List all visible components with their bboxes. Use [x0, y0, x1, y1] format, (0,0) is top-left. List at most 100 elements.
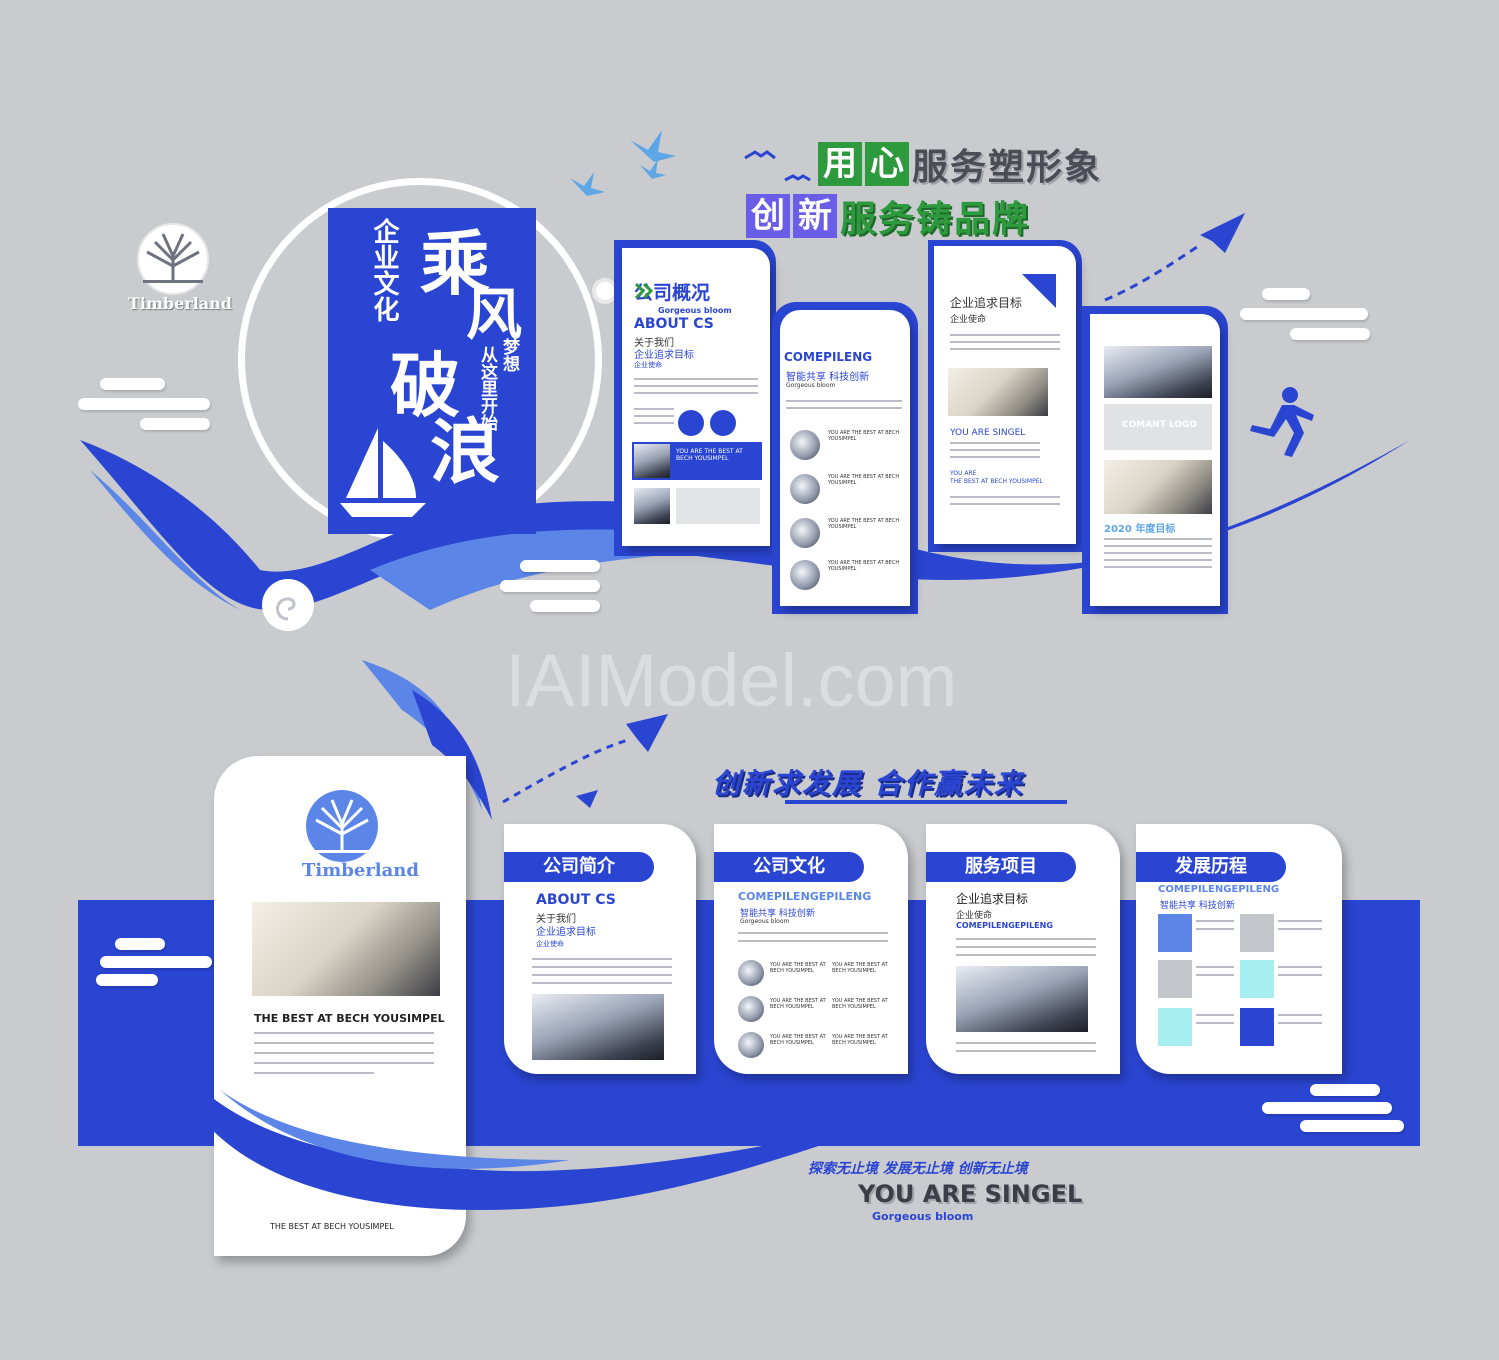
slogan-highlight: 心: [865, 142, 909, 186]
info-panel-comepileng: COMEPILENG 智能共享 科技创新 Gorgeous bloom YOU …: [780, 310, 910, 606]
text-line: [532, 966, 672, 968]
color-swatch: [1158, 960, 1192, 998]
panel-text: 企业使命: [956, 911, 993, 921]
panel-tab[interactable]: 公司简介: [504, 852, 654, 882]
panel-text: Gorgeous bloom: [740, 918, 790, 925]
text-line: [1278, 966, 1322, 968]
chevron-icon: [634, 282, 654, 300]
slogan-line-2: 创 新 服务铸品牌: [746, 192, 1030, 240]
item-text: YOU ARE THE BEST AT BECH YOUSIMPEL: [828, 518, 900, 530]
panel-heading: ABOUT CS: [536, 892, 616, 908]
text-line: [1278, 974, 1322, 976]
text-line: [738, 932, 888, 934]
brand-name: Timberland: [302, 860, 419, 881]
text-line: [254, 1072, 374, 1074]
item-text: YOU ARE THE BEST AT BECH YOUSIMPEL: [832, 962, 888, 974]
cloud-decoration: [1262, 1102, 1392, 1114]
sailboat-icon: [340, 428, 426, 517]
panel-heading: COMEPILENG: [784, 350, 873, 364]
info-panel-goals: 企业追求目标 企业使命 YOU ARE SINGEL YOU ARE THE B…: [934, 246, 1076, 544]
calligraphy-char: 破: [390, 344, 460, 427]
panel-text: 关于我们: [536, 914, 576, 925]
culture-banner: 企业文化 乘 风 破 浪 梦想 从这里开始: [328, 208, 536, 534]
architecture-image: [252, 902, 440, 996]
info-panel-services: 服务项目 企业追求目标 企业使命 COMEPILENGEPILENG: [926, 824, 1120, 1074]
color-swatch: [1158, 914, 1192, 952]
panel-heading: COMEPILENGEPILENG: [738, 890, 872, 903]
bottom-title: YOU ARE SINGEL: [858, 1180, 1083, 1208]
item-text: YOU ARE THE BEST AT BECH YOUSIMPEL: [832, 1034, 888, 1046]
text-line: [634, 408, 674, 410]
cloud-decoration: [78, 398, 210, 410]
swirl-cloud-icon: [262, 579, 314, 631]
bottom-tagline: 探索无止境 发展无止境 创新无止境: [808, 1161, 1028, 1177]
watermark: IAIModel.com: [505, 639, 958, 722]
text-line: [254, 1032, 434, 1034]
cloud-decoration: [115, 938, 165, 950]
panel-tab[interactable]: 服务项目: [926, 852, 1076, 882]
panel-text: THE BEST AT BECH YOUSIMPEL: [950, 478, 1043, 485]
panel-tab[interactable]: 发展历程: [1136, 852, 1286, 882]
panel-tab[interactable]: 公司文化: [714, 852, 864, 882]
text-line: [1278, 928, 1322, 930]
bottom-subtitle: Gorgeous bloom: [872, 1210, 974, 1223]
cloud-decoration: [140, 418, 210, 430]
text-line: [254, 1062, 434, 1064]
text-line: [1104, 566, 1212, 568]
corner-triangle: [1022, 274, 1056, 308]
caption-bar: YOU ARE THE BEST AT BECH YOUSIMPEL: [632, 442, 762, 480]
text-line: [956, 954, 1096, 956]
info-panel-intro: 公司简介 ABOUT CS 关于我们 企业追求目标 企业使命: [504, 824, 696, 1074]
panel-heading: 2020 年度目标: [1104, 524, 1176, 535]
tree-icon: [306, 790, 378, 862]
text-line: [1104, 552, 1212, 554]
panel-title: 公司概况: [634, 282, 711, 304]
slogan-highlight: 创: [746, 194, 790, 238]
text-line: [634, 385, 758, 387]
round-photo: [738, 996, 764, 1022]
item-text: YOU ARE THE BEST AT BECH YOUSIMPEL: [828, 430, 900, 442]
info-panel-history: 发展历程 COMEPILENGEPILENG 智能共享 科技创新: [1136, 824, 1342, 1074]
panel-subtitle: Gorgeous bloom: [658, 306, 732, 315]
text-line: [1196, 966, 1234, 968]
text-line: [956, 1042, 1096, 1044]
panel-text: 智能共享 科技创新: [1160, 901, 1235, 911]
panel-text: 企业追求目标: [634, 350, 694, 361]
logo-placeholder: COMANT LOGO: [1104, 404, 1212, 450]
text-line: [532, 974, 672, 976]
text-line: [254, 1052, 434, 1054]
paper-plane-icon: [502, 714, 668, 808]
cloud-decoration: [96, 974, 158, 986]
slogan-text: 服务塑形象: [912, 147, 1103, 188]
color-swatch: [1240, 960, 1274, 998]
text-line: [950, 334, 1060, 336]
blue-dot: [710, 410, 736, 436]
item-text: YOU ARE THE BEST AT BECH YOUSIMPEL: [832, 998, 888, 1010]
panel-heading: 企业追求目标: [950, 296, 1023, 310]
grey-box: [676, 488, 760, 524]
thumbnail-image: [634, 444, 670, 478]
text-line: [1104, 559, 1212, 561]
dream-label: 梦想: [499, 338, 519, 372]
info-panel-logo: COMANT LOGO 2020 年度目标: [1090, 314, 1220, 606]
panel-text: COMEPILENGEPILENG: [956, 921, 1053, 930]
cloud-decoration: [1310, 1084, 1380, 1096]
text-line: [634, 422, 674, 424]
text-line: [950, 456, 1040, 458]
cloud-decoration: [100, 956, 212, 968]
round-photo: [790, 430, 820, 460]
cloud-decoration: [1262, 288, 1310, 300]
cloud-decoration: [1300, 1120, 1404, 1132]
panel-text: 智能共享 科技创新: [740, 909, 815, 919]
text-line: [1196, 974, 1234, 976]
cloud-decoration: [530, 600, 600, 612]
slogan-highlight: 用: [818, 142, 862, 186]
text-line: [1196, 1014, 1234, 1016]
birds-icon: [570, 130, 811, 196]
text-line: [738, 940, 888, 942]
calligraphy-char: 乘: [420, 222, 490, 305]
blue-swoosh: [170, 1050, 900, 1210]
round-photo: [790, 560, 820, 590]
round-photo: [738, 960, 764, 986]
panel-footer: THE BEST AT BECH YOUSIMPEL: [270, 1222, 394, 1231]
